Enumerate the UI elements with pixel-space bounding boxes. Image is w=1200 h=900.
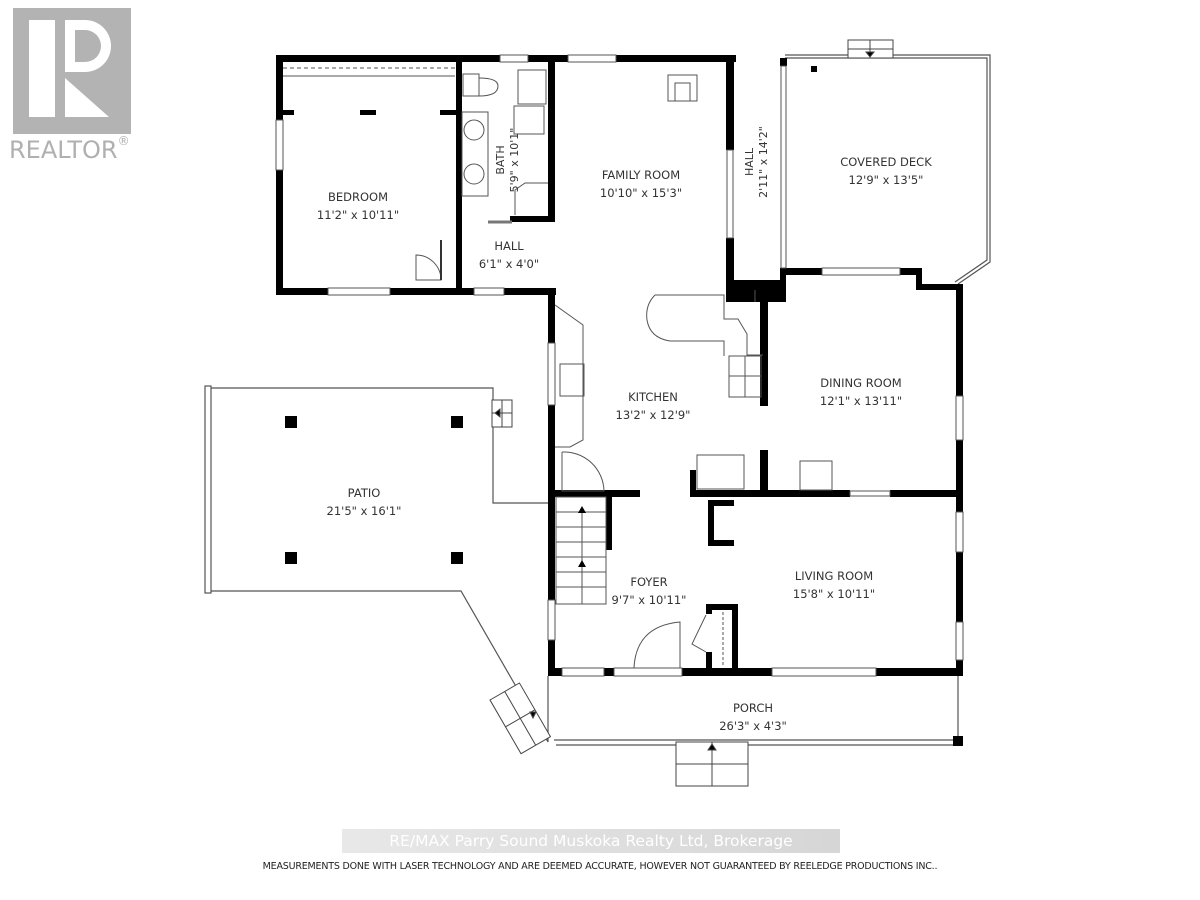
room-covered-deck: COVERED DECK 12'9" x 13'5"	[840, 153, 931, 189]
room-foyer: FOYER 9'7" x 10'11"	[612, 573, 687, 609]
room-dims: 13'2" x 12'9"	[615, 408, 691, 422]
room-dims: 12'9" x 13'5"	[848, 173, 924, 187]
stair-arrows	[578, 506, 586, 567]
room-name: FOYER	[630, 575, 668, 589]
room-name: BATH	[494, 145, 507, 175]
walls	[276, 55, 963, 676]
room-name: HALL	[494, 239, 524, 253]
room-name: COVERED DECK	[840, 155, 932, 169]
brokerage-watermark: RE/MAX Parry Sound Muskoka Realty Ltd, B…	[342, 829, 840, 853]
room-dining-room: DINING ROOM 12'1" x 13'11"	[820, 374, 902, 410]
room-dims: 6'1" x 4'0"	[478, 257, 540, 271]
room-name: FAMILY ROOM	[601, 168, 681, 182]
room-family-room: FAMILY ROOM 10'10" x 15'3"	[600, 166, 682, 202]
room-name: PORCH	[732, 701, 774, 715]
room-dims: 10'10" x 15'3"	[599, 186, 683, 200]
room-dims: 12'1" x 13'11"	[819, 394, 903, 408]
room-dims: 11'2" x 10'11"	[316, 208, 400, 222]
realtor-logo: REALTOR®	[5, 5, 133, 165]
realtor-brand-text: REALTOR®	[9, 134, 130, 164]
room-kitchen: KITCHEN 13'2" x 12'9"	[616, 388, 691, 424]
room-name: BEDROOM	[327, 190, 389, 204]
room-living-room: LIVING ROOM 15'8" x 10'11"	[793, 567, 875, 603]
room-dims: 21'5" x 16'1"	[326, 504, 402, 518]
room-hall-long: HALL 2'11" x 14'2"	[743, 126, 771, 198]
room-name: KITCHEN	[628, 390, 678, 404]
measurement-disclaimer: MEASUREMENTS DONE WITH LASER TECHNOLOGY …	[262, 861, 938, 872]
room-name: PATIO	[347, 486, 381, 500]
room-dims: 9'7" x 10'11"	[611, 593, 687, 607]
room-dims: 15'8" x 10'11"	[792, 587, 876, 601]
patio-posts	[285, 66, 963, 746]
room-name: LIVING ROOM	[794, 569, 874, 583]
room-name: HALL	[743, 147, 756, 177]
room-patio: PATIO 21'5" x 16'1"	[327, 484, 402, 520]
room-bedroom: BEDROOM 11'2" x 10'11"	[317, 188, 399, 224]
room-porch: PORCH 26'3" x 4'3"	[719, 699, 787, 735]
room-dims: 26'3" x 4'3"	[719, 719, 787, 733]
steps	[489, 39, 894, 787]
room-dims: 5'9" x 10'1"	[508, 127, 521, 193]
room-hall-small: HALL 6'1" x 4'0"	[479, 237, 539, 273]
realtor-r-logo-icon	[13, 8, 131, 134]
room-name: DINING ROOM	[820, 376, 902, 390]
windows	[275, 54, 964, 677]
fixtures	[283, 67, 833, 669]
room-dims: 2'11" x 14'2"	[757, 126, 770, 198]
room-bath: BATH 5'9" x 10'1"	[494, 128, 522, 193]
